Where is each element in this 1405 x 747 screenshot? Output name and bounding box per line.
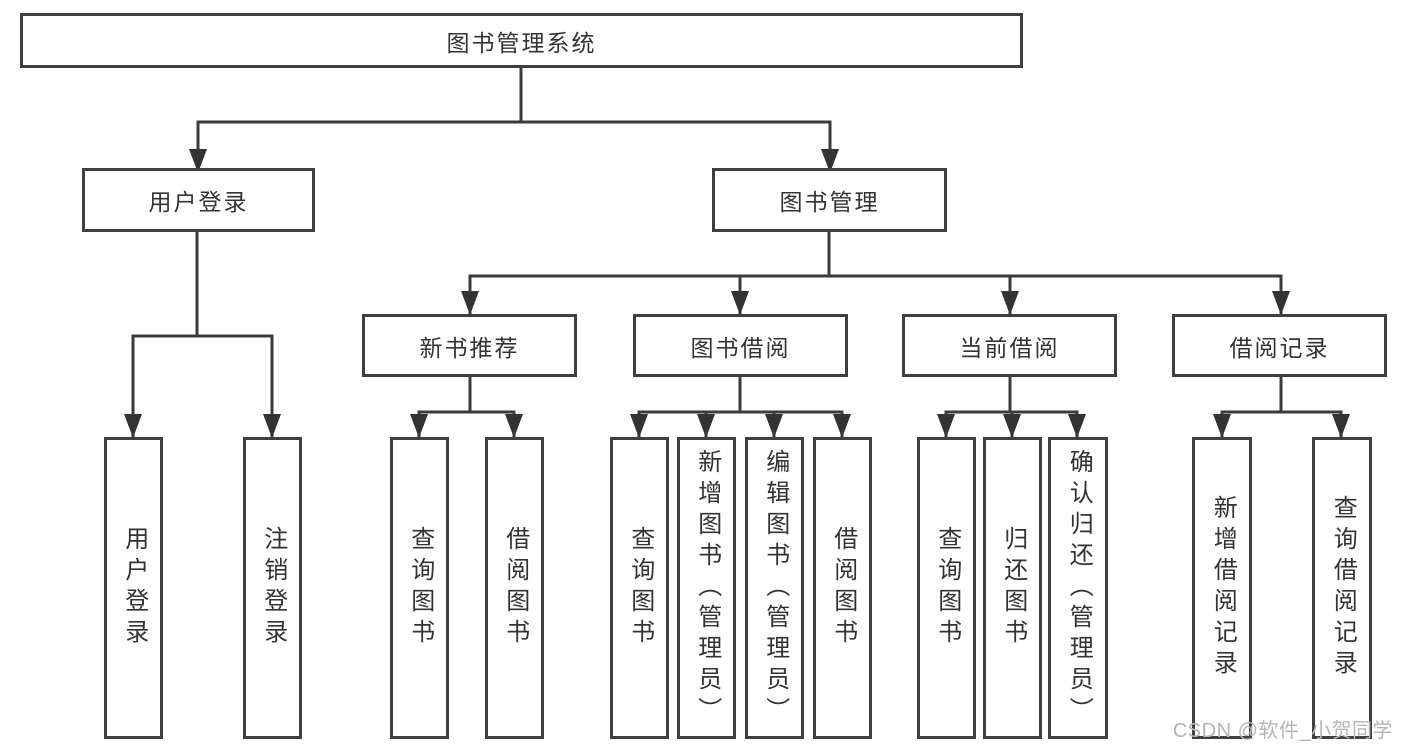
leaf-label: 确认归还（管理员） (1065, 448, 1093, 728)
edge-borrow-to-borrowbook (738, 375, 851, 439)
leaf-query-books-recommend: 查询图书 (390, 437, 449, 739)
node-label: 图书管理 (779, 189, 880, 215)
node-book-borrowing: 图书借阅 (633, 314, 848, 377)
leaf-label: 查询借阅记录 (1329, 495, 1357, 681)
edge-bookmgmt-to-recommend (461, 231, 831, 316)
leaf-add-books-admin: 新增图书（管理员） (677, 437, 736, 739)
leaf-add-borrow-record: 新增借阅记录 (1192, 437, 1252, 739)
node-user-login: 用户登录 (82, 168, 315, 232)
edge-bookmgmt-to-borrow (731, 231, 831, 316)
leaf-label: 查询图书 (933, 526, 961, 650)
leaf-label: 借阅图书 (829, 526, 857, 650)
leaf-query-books-current: 查询图书 (917, 437, 976, 739)
node-current-borrowing: 当前借阅 (902, 314, 1117, 377)
node-label: 图书管理系统 (446, 29, 597, 56)
edge-bookmgmt-to-records (827, 231, 1290, 316)
edge-recommend-to-query (410, 375, 472, 439)
edge-bookmgmt-to-current (827, 231, 1019, 316)
node-label: 借阅记录 (1229, 334, 1330, 361)
edge-recommend-to-borrowbook (468, 375, 523, 439)
leaf-confirm-return-admin: 确认归还（管理员） (1048, 437, 1108, 739)
node-label: 当前借阅 (959, 334, 1060, 361)
leaf-label: 注销登录 (259, 526, 287, 650)
leaf-return-books: 归还图书 (983, 437, 1042, 739)
leaf-query-borrow-record: 查询借阅记录 (1312, 437, 1372, 739)
edge-current-to-query (937, 375, 1012, 439)
edge-records-to-query (1279, 375, 1350, 439)
leaf-borrow-books-recommend: 借阅图书 (485, 437, 544, 739)
edge-current-to-confirm (1008, 375, 1086, 439)
edge-userlogin-to-logout-leaf (195, 231, 281, 439)
node-book-management: 图书管理 (712, 168, 947, 232)
leaf-label: 查询图书 (406, 526, 434, 650)
leaf-logout: 注销登录 (243, 437, 302, 739)
edge-root-to-book-management (519, 66, 839, 174)
node-label: 图书借阅 (690, 334, 791, 361)
leaf-label: 查询图书 (626, 526, 654, 650)
edge-records-to-add (1213, 375, 1283, 439)
leaf-label: 新增借阅记录 (1209, 495, 1237, 681)
node-library-management-system: 图书管理系统 (20, 13, 1023, 68)
edge-borrow-to-query (630, 375, 742, 439)
leaf-query-books-borrow: 查询图书 (610, 437, 669, 739)
leaf-label: 新增图书（管理员） (693, 448, 721, 728)
edge-current-to-return (1003, 375, 1021, 439)
csdn-watermark: CSDN @软件_小贺同学 (1172, 720, 1393, 742)
node-new-book-recommendation: 新书推荐 (362, 314, 577, 377)
leaf-label: 归还图书 (999, 526, 1027, 650)
leaf-edit-books-admin: 编辑图书（管理员） (745, 437, 804, 739)
leaf-label: 用户登录 (120, 526, 148, 650)
leaf-label: 编辑图书（管理员） (761, 448, 789, 728)
node-label: 新书推荐 (419, 334, 520, 361)
edge-root-to-user-login (189, 66, 523, 174)
leaf-borrow-books: 借阅图书 (813, 437, 872, 739)
leaf-user-login: 用户登录 (104, 437, 163, 739)
node-borrowing-records: 借阅记录 (1172, 314, 1387, 377)
leaf-label: 借阅图书 (501, 526, 529, 650)
edge-userlogin-to-login-leaf (124, 231, 199, 439)
edge-borrow-to-add (697, 375, 742, 439)
node-label: 用户登录 (148, 189, 249, 215)
edge-borrow-to-edit (738, 375, 783, 439)
